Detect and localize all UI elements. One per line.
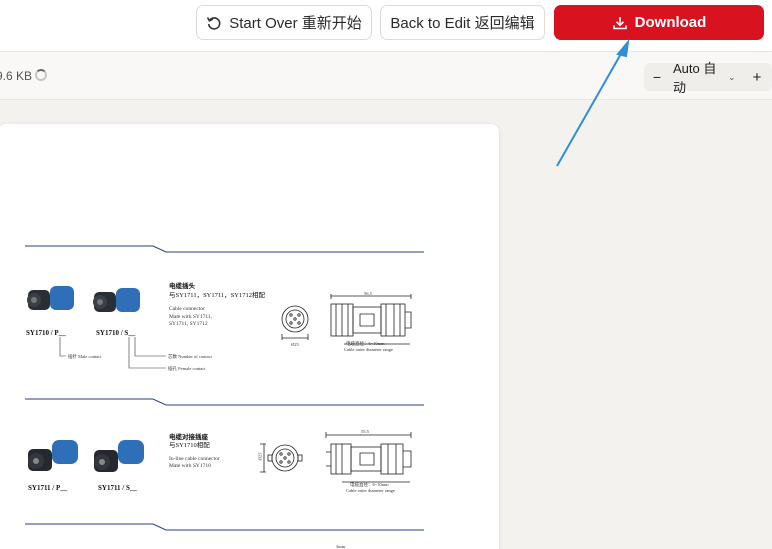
viewer-toolbar: 9.6 KB − Auto 自动 ⌄ + (0, 52, 772, 100)
back-to-edit-label: Back to Edit 返回编辑 (390, 15, 535, 32)
product-desc-en: SY1711, SY1712 (169, 321, 208, 327)
zoom-in-button[interactable]: + (752, 68, 762, 86)
dimension-diameter: Ø25 (291, 342, 299, 347)
model-label: SY1710 / S__ (96, 329, 136, 337)
footer-mark: 3mm (336, 544, 346, 549)
cable-range-cn: 电缆直径：6~10mm (346, 341, 385, 346)
zoom-level-select[interactable]: Auto 自动 (673, 61, 717, 95)
cable-range-en: Cable outer diameter range (346, 488, 395, 493)
start-over-label: Start Over 重新开始 (229, 15, 362, 32)
model-label: SY1711 / P__ (28, 484, 68, 492)
dimension-length: 56.5 (364, 291, 372, 296)
connector-photo-male-2 (28, 440, 78, 471)
restart-icon (206, 15, 222, 31)
catalog-drawing (25, 245, 424, 531)
model-label: SY1710 / P__ (26, 329, 66, 337)
file-size: 9.6 KB (0, 69, 33, 83)
download-icon (612, 15, 628, 31)
product-desc-en: In-line cable connector (169, 456, 220, 462)
start-over-button[interactable]: Start Over 重新开始 (196, 5, 372, 40)
side-view-drawing-1 (330, 294, 412, 345)
chevron-down-icon[interactable]: ⌄ (728, 71, 736, 82)
product-mate-cn: 与SY1711，SY1711，SY1712相配 (169, 292, 265, 299)
callout-number-contact: 芯数 Number of contact (168, 354, 212, 359)
callout-male-contact: 插针 Male contact (68, 354, 102, 359)
front-view-drawing-1 (281, 305, 309, 340)
product-desc-en: Mate with SY1710 (169, 463, 211, 469)
product-title-cn: 电缆插头 (169, 283, 195, 290)
callout-female-contact: 插孔 Female contact (168, 366, 206, 371)
model-label: SY1711 / S__ (98, 484, 137, 492)
loading-spinner-icon (35, 69, 47, 81)
product-desc-en: Mate with SY1711, (169, 314, 213, 320)
top-bar: Start Over 重新开始 Back to Edit 返回编辑 Downlo… (0, 0, 772, 52)
product-title-cn: 电缆对接插座 (169, 434, 208, 441)
cable-range-cn: 电缆直径：6~10mm (350, 482, 389, 487)
dimension-length: 55.5 (361, 429, 369, 434)
side-view-drawing-2 (325, 432, 412, 483)
connector-photo-male (27, 286, 74, 310)
zoom-control: − Auto 自动 ⌄ + (644, 61, 772, 95)
cable-range-en: Cable outer diameter range (344, 347, 393, 352)
document-page: SY1710 / P__ SY1710 / S__ 电缆插头 与SY1711，S… (0, 124, 499, 549)
zoom-out-button[interactable]: − (652, 69, 662, 85)
download-label: Download (634, 14, 707, 31)
connector-photo-female (93, 288, 140, 312)
product-desc-en: Cable connector (169, 306, 205, 312)
connector-photo-female-2 (94, 440, 144, 472)
front-view-drawing-2 (260, 443, 303, 473)
product-mate-cn: 与SY1710相配 (169, 442, 210, 449)
dimension-diameter: Ø25 (257, 452, 263, 461)
download-button[interactable]: Download (554, 5, 764, 40)
back-to-edit-button[interactable]: Back to Edit 返回编辑 (380, 5, 545, 40)
